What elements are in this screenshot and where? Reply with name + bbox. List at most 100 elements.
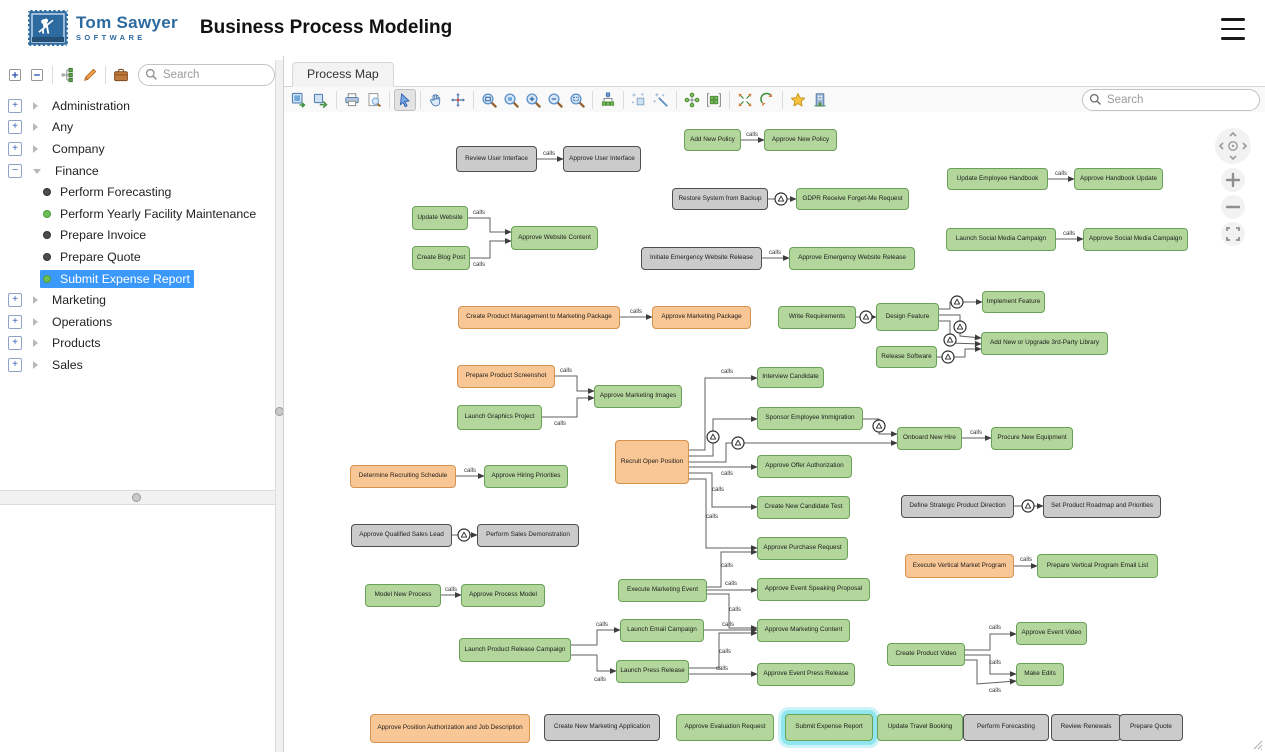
resize-grip[interactable] [1251,738,1263,750]
process-node-approve-evaluation-request[interactable]: Approve Evaluation Request [676,714,774,741]
process-node-update-website[interactable]: Update Website [412,206,468,230]
process-node-review-user-interface[interactable]: Review User Interface [456,146,537,172]
tree-item-marketing[interactable]: +Marketing [0,289,276,311]
process-node-approve-website-content[interactable]: Approve Website Content [511,226,598,250]
tree-item-company[interactable]: +Company [0,138,276,160]
symmetric-layout-button[interactable] [681,89,703,111]
chevron-right-icon[interactable] [33,101,38,110]
process-node-write-requirements[interactable]: Write Requirements [778,306,856,329]
process-node-add-new-policy[interactable]: Add New Policy [684,129,741,151]
expand-layout-button[interactable] [734,89,756,111]
collapse-all-button[interactable] [26,64,48,86]
process-node-approve-event-video[interactable]: Approve Event Video [1016,622,1087,645]
process-node-create-product-management-to-marketing-package[interactable]: Create Product Management to Marketing P… [458,306,620,329]
fullscreen-button[interactable] [1221,222,1245,246]
process-node-gdpr-receive-forget-me-request[interactable]: GDPR Receive Forget-Me Request [796,188,909,210]
process-node-launch-graphics-project[interactable]: Launch Graphics Project [457,405,542,430]
tree-item-submit-expense-report[interactable]: Submit Expense Report [0,268,276,290]
process-node-approve-social-media-campaign[interactable]: Approve Social Media Campaign [1083,228,1188,251]
process-node-approve-handbook-update[interactable]: Approve Handbook Update [1074,168,1163,190]
process-node-launch-product-release-campaign[interactable]: Launch Product Release Campaign [459,638,571,662]
tree-expand-icon[interactable]: + [8,120,22,135]
process-node-approve-hiring-priorities[interactable]: Approve Hiring Priorities [484,465,568,488]
process-node-create-new-marketing-application[interactable]: Create New Marketing Application [544,714,660,741]
process-node-approve-purchase-request[interactable]: Approve Purchase Request [757,537,848,560]
tree-expand-icon[interactable]: + [8,98,22,113]
pan-to-center-button[interactable] [447,89,469,111]
process-node-approve-marketing-images[interactable]: Approve Marketing Images [594,385,682,408]
process-node-approve-new-policy[interactable]: Approve New Policy [764,129,837,151]
process-node-create-product-video[interactable]: Create Product Video [887,643,965,666]
process-node-approve-process-model[interactable]: Approve Process Model [461,584,545,607]
horizontal-splitter[interactable] [0,490,276,505]
process-node-update-travel-booking[interactable]: Update Travel Booking [877,714,963,741]
process-node-onboard-new-hire[interactable]: Onboard New Hire [897,427,962,450]
expand-all-button[interactable] [4,64,26,86]
process-node-define-strategic-product-direction[interactable]: Define Strategic Product Direction [901,495,1014,518]
favorites-button[interactable] [787,89,809,111]
bundle-layout-button[interactable] [703,89,725,111]
chevron-right-icon[interactable] [33,317,38,326]
fit-to-window-button[interactable] [288,89,310,111]
process-node-release-software[interactable]: Release Software [876,346,937,368]
tree-item-perform-forecasting[interactable]: Perform Forecasting [0,181,276,203]
process-node-launch-press-release[interactable]: Launch Press Release [616,660,689,683]
process-node-recruit-open-position[interactable]: Recruit Open Position [615,440,689,484]
sidebar-search-input[interactable] [138,64,275,86]
process-node-add-new-or-upgrade-3rd-party-library[interactable]: Add New or Upgrade 3rd-Party Library [981,332,1108,355]
chevron-down-icon[interactable] [33,169,41,175]
process-node-launch-social-media-campaign[interactable]: Launch Social Media Campaign [946,228,1056,251]
process-node-create-new-candidate-test[interactable]: Create New Candidate Test [757,496,850,519]
process-node-procure-new-equipment[interactable]: Procure New Equipment [991,427,1073,450]
tree-expand-icon[interactable]: + [8,293,22,308]
process-node-approve-offer-authorization[interactable]: Approve Offer Authorization [757,455,852,478]
process-node-update-employee-handbook[interactable]: Update Employee Handbook [947,168,1048,190]
process-node-sponsor-employee-immigration[interactable]: Sponsor Employee Immigration [757,407,863,430]
chevron-right-icon[interactable] [33,296,38,305]
hamburger-menu-button[interactable] [1221,16,1245,42]
process-node-make-edits[interactable]: Make Edits [1016,663,1064,686]
process-node-approve-marketing-package[interactable]: Approve Marketing Package [652,306,751,329]
zoom-out-button[interactable] [1221,195,1245,219]
zoom-out-button[interactable] [544,89,566,111]
process-node-perform-forecasting[interactable]: Perform Forecasting [963,714,1049,741]
process-node-implement-feature[interactable]: Implement Feature [982,291,1045,313]
pan-tool-button[interactable] [425,89,447,111]
process-node-launch-email-campaign[interactable]: Launch Email Campaign [620,619,704,642]
process-node-approve-emergency-website-release[interactable]: Approve Emergency Website Release [789,247,915,270]
process-node-approve-qualified-sales-lead[interactable]: Approve Qualified Sales Lead [351,524,452,547]
zoom-fit-button[interactable] [500,89,522,111]
one-click-layout-button[interactable] [650,89,672,111]
process-node-prepare-product-screenshot[interactable]: Prepare Product Screenshot [457,365,555,388]
process-node-execute-marketing-event[interactable]: Execute Marketing Event [618,579,707,602]
process-node-review-renewals[interactable]: Review Renewals [1051,714,1121,741]
tree-item-operations[interactable]: +Operations [0,311,276,333]
tree-item-products[interactable]: +Products [0,333,276,355]
process-node-approve-user-interface[interactable]: Approve User Interface [563,146,641,172]
rotate-layout-button[interactable] [756,89,778,111]
zoom-100-button[interactable] [566,89,588,111]
process-node-initiate-emergency-website-release[interactable]: Initiate Emergency Website Release [641,247,762,270]
chevron-right-icon[interactable] [33,123,38,132]
tab-process-map[interactable]: Process Map [292,62,394,87]
tree-item-perform-yearly-facility-maintenance[interactable]: Perform Yearly Facility Maintenance [0,203,276,225]
hierarchical-layout-button[interactable] [597,89,619,111]
process-node-interview-candidate[interactable]: Interview Candidate [757,367,824,388]
tree-expand-icon[interactable]: + [8,357,22,372]
tree-expand-icon[interactable]: + [8,314,22,329]
tree-collapse-icon[interactable]: − [8,163,22,178]
vertical-splitter[interactable] [275,60,284,752]
organization-button[interactable] [809,89,831,111]
process-node-design-feature[interactable]: Design Feature [876,303,939,331]
tree-item-sales[interactable]: +Sales [0,354,276,376]
chevron-right-icon[interactable] [33,144,38,153]
edit-button[interactable] [79,64,101,86]
print-preview-button[interactable] [363,89,385,111]
chevron-right-icon[interactable] [33,339,38,348]
process-node-approve-event-speaking-proposal[interactable]: Approve Event Speaking Proposal [757,578,870,601]
tree-item-prepare-quote[interactable]: Prepare Quote [0,246,276,268]
tree-expand-icon[interactable]: + [8,141,22,156]
diagram-search-input[interactable] [1082,89,1260,111]
process-node-approve-event-press-release[interactable]: Approve Event Press Release [757,663,855,686]
